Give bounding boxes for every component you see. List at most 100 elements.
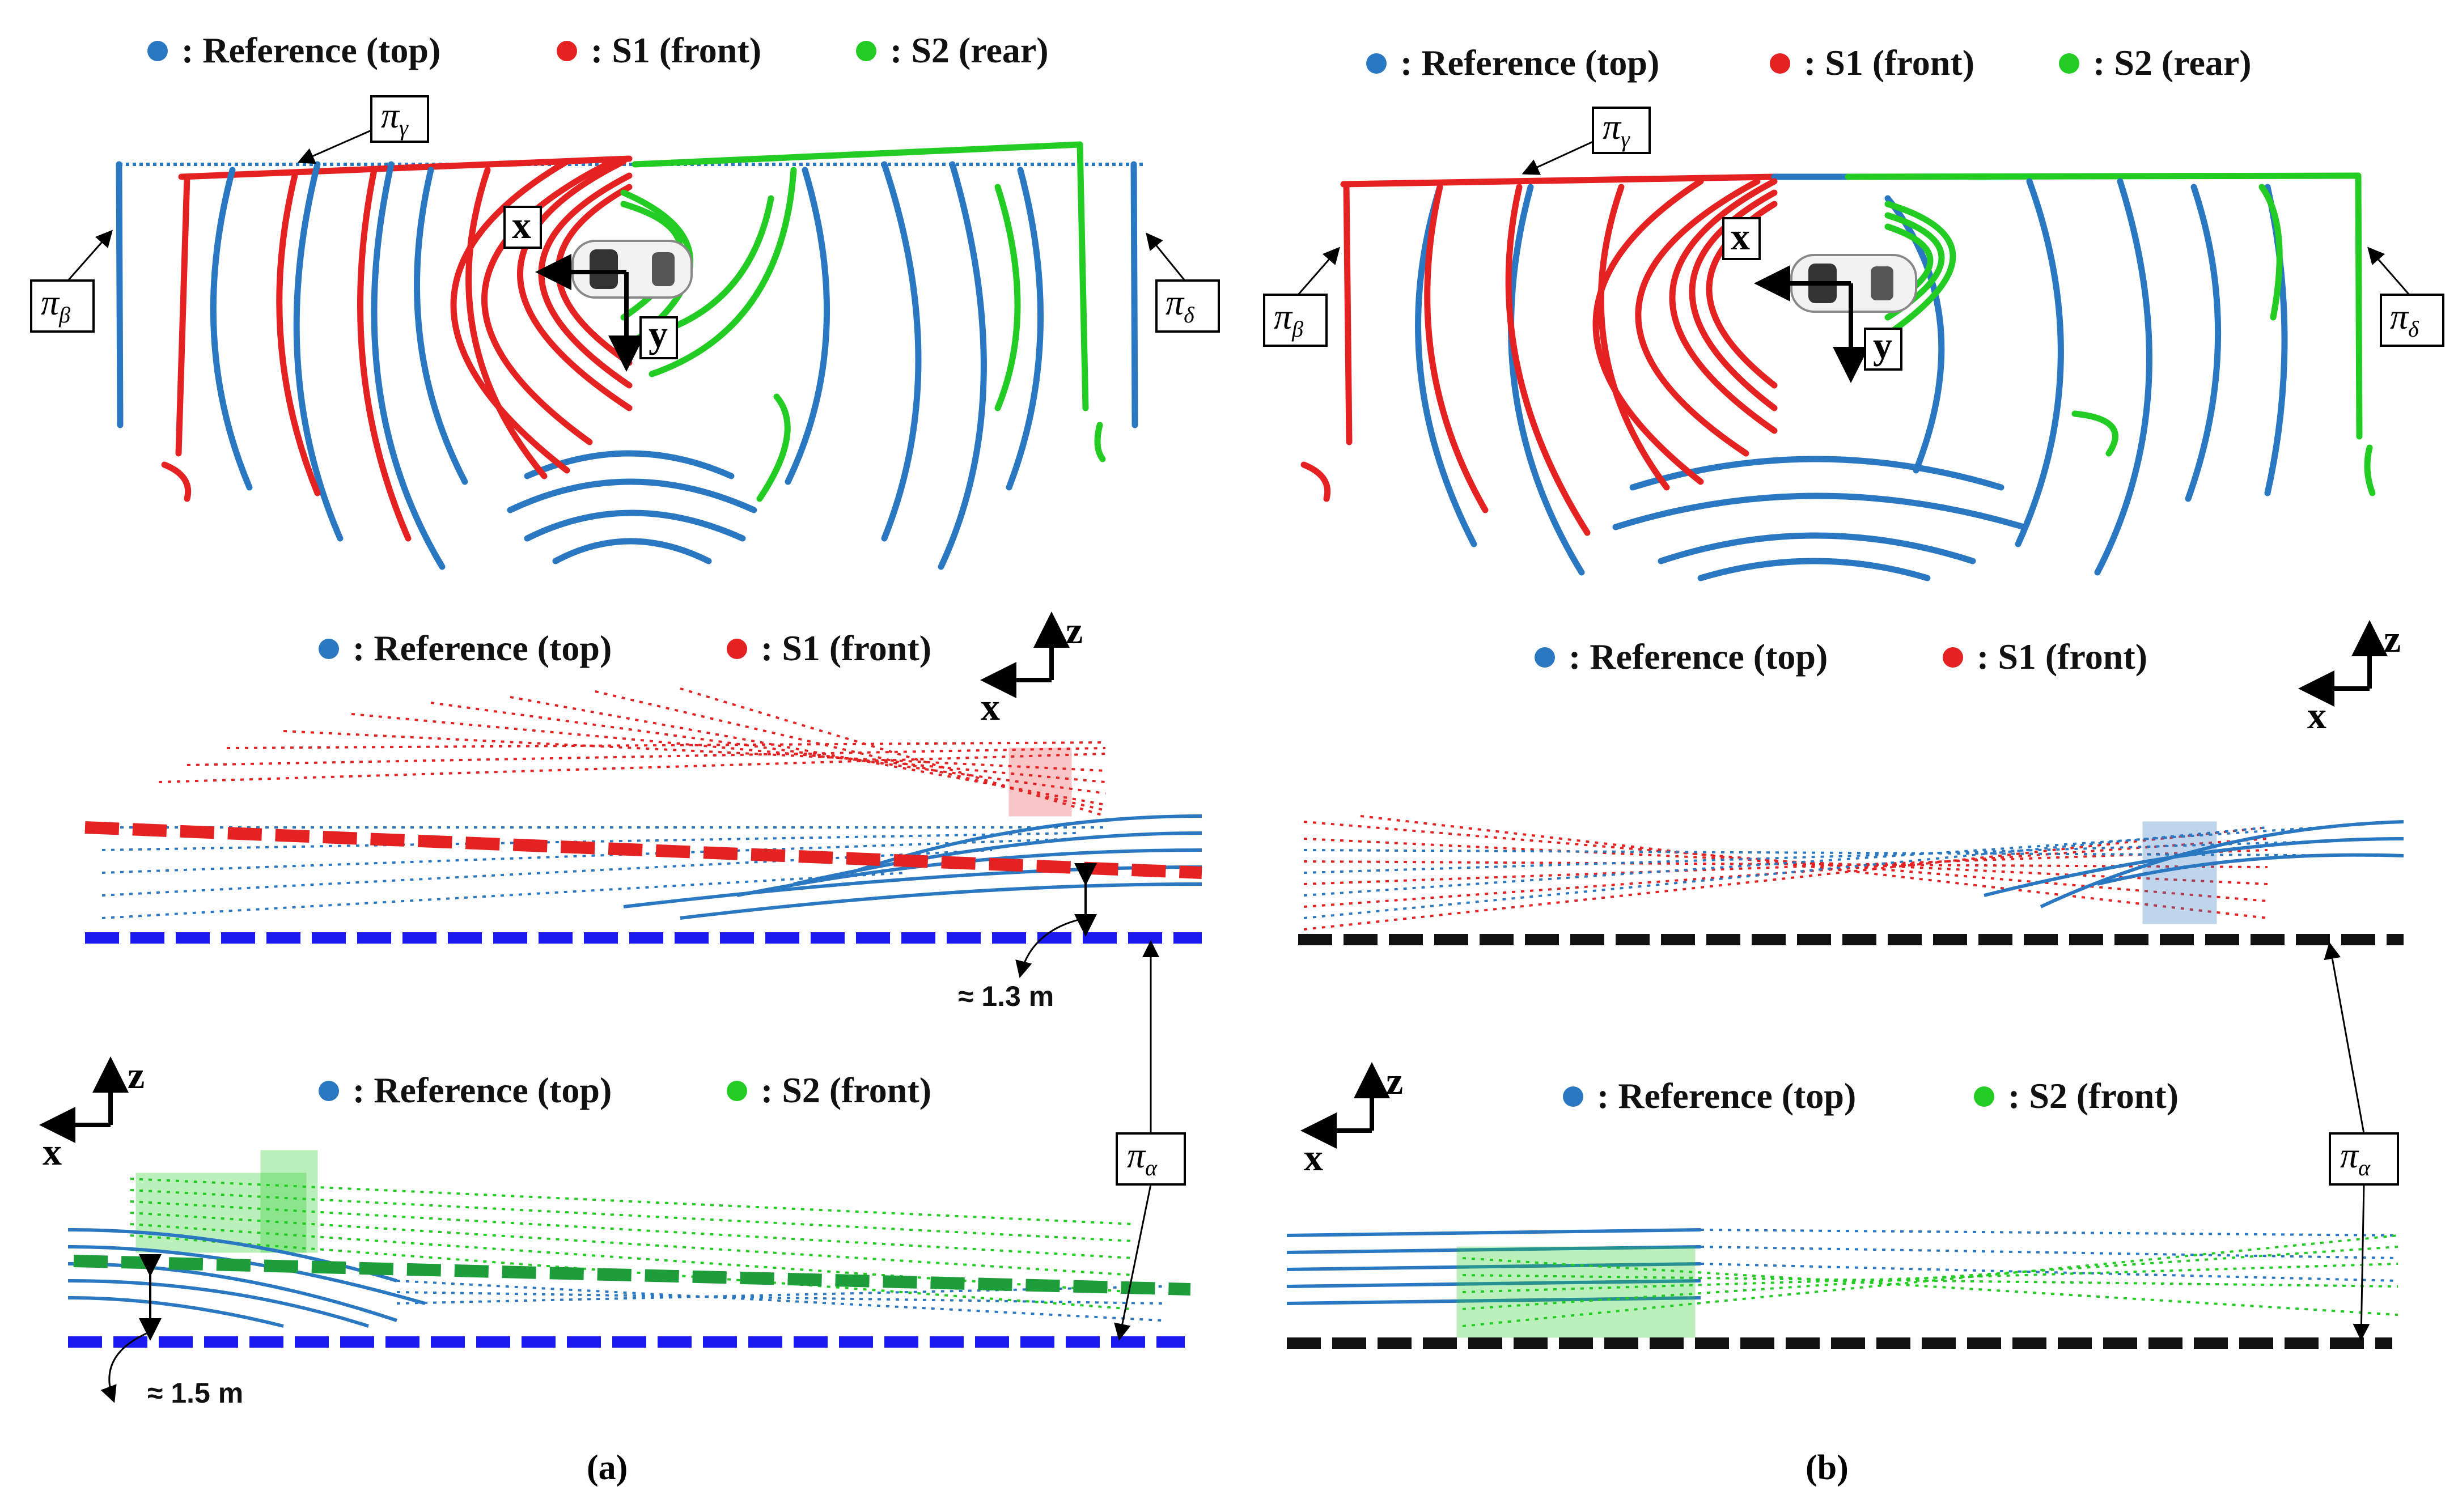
plane-beta-label-b: πβ	[1263, 247, 1340, 347]
plane-symbol: π	[41, 282, 60, 322]
legend-marker-reference	[1535, 647, 1555, 668]
legend-label-s2-front: : S2 (front)	[2008, 1076, 2179, 1116]
legend-marker-reference	[147, 41, 168, 61]
svg-text:πγ: πγ	[381, 95, 409, 141]
svg-text:πβ: πβ	[1274, 296, 1303, 342]
plane-subscript: δ	[1184, 302, 1195, 328]
vehicle-icon	[571, 240, 693, 299]
s2-side-scans-b	[1456, 1234, 2398, 1338]
panel-b-side-s2: : Reference (top) : S2 (front) z x	[1286, 1059, 2398, 1349]
y-axis-label: y	[649, 312, 668, 355]
s2-ground-plane	[73, 1255, 1191, 1296]
legend-b-top: : Reference (top) : S1 (front) : S2 (rea…	[1366, 43, 2252, 83]
svg-text:πδ: πδ	[2390, 296, 2419, 342]
plane-delta-label-a: πδ	[1146, 232, 1220, 333]
legend-label-s1: : S1 (front)	[761, 628, 931, 668]
plane-symbol: π	[381, 95, 400, 135]
s1-height-measurement: ≈ 1.3 m	[958, 980, 1054, 1012]
y-axis-label-box	[1864, 328, 1902, 371]
legend-marker-reference	[319, 1081, 339, 1101]
y-axis-label-box	[639, 316, 678, 359]
xz-axes-b2: z x	[1300, 1059, 1403, 1179]
wall-gamma-lines	[116, 141, 1145, 457]
legend-marker-s1	[557, 41, 577, 61]
plane-gamma-label-a: πγ	[297, 95, 429, 164]
panel-a-top-view: : Reference (top) : S1 (front) : S2 (rea…	[30, 30, 1220, 570]
svg-text:πδ: πδ	[1166, 282, 1195, 328]
wall-gamma-lines-b	[1340, 172, 2363, 445]
legend-marker-reference	[1563, 1086, 1583, 1107]
plane-symbol: π	[1603, 107, 1622, 147]
plane-subscript: γ	[1621, 126, 1630, 152]
reference-side-scans-b2	[1286, 1228, 2398, 1305]
legend-label-s1: : S1 (front)	[1804, 43, 1974, 83]
panel-a-side-s2: : Reference (top) : S2 (front) z x	[39, 1054, 1191, 1409]
plane-subscript: δ	[2408, 316, 2419, 342]
plane-symbol: π	[1166, 282, 1185, 322]
legend-a-side-s2: : Reference (top) : S2 (front)	[319, 1070, 931, 1110]
top-view-axes-b: x y	[1722, 215, 1902, 383]
plane-delta-label-b: πδ	[2367, 247, 2444, 347]
reference-scan-arcs-a	[210, 161, 1044, 570]
reference-scan-arcs-b	[1415, 178, 2288, 581]
legend-label-s2-front: : S2 (front)	[761, 1070, 931, 1110]
legend-label-reference: : Reference (top)	[1597, 1076, 1856, 1116]
plane-symbol: π	[2340, 1135, 2359, 1175]
legend-label-reference: : Reference (top)	[353, 628, 612, 668]
legend-marker-s1	[1770, 53, 1790, 74]
x-axis-label: x	[2307, 694, 2326, 737]
x-axis-label: x	[1731, 215, 1750, 258]
legend-a-top: : Reference (top) : S1 (front) : S2 (rea…	[147, 30, 1049, 70]
plane-subscript: γ	[399, 115, 409, 141]
x-axis-label: x	[512, 203, 531, 247]
legend-label-s1: : S1 (front)	[591, 30, 761, 70]
svg-text:πα: πα	[2340, 1135, 2371, 1180]
xz-axes-a2: z x	[39, 1054, 145, 1173]
z-axis-label: z	[2384, 617, 2401, 660]
y-axis-label: y	[1873, 324, 1892, 367]
x-axis-label: x	[1304, 1136, 1323, 1179]
legend-marker-s1	[727, 639, 747, 659]
plane-subscript: α	[1145, 1155, 1158, 1180]
xz-axes-b1: z x	[2298, 617, 2401, 737]
legend-marker-reference	[1366, 53, 1387, 74]
panel-b-side-s1: : Reference (top) : S1 (front) z x	[1298, 617, 2404, 945]
legend-marker-reference	[319, 639, 339, 659]
s2-scan-arcs-b	[1884, 184, 2376, 496]
s1-scan-arcs-b	[1300, 178, 1778, 536]
legend-a-side-s1: : Reference (top) : S1 (front)	[319, 628, 931, 668]
xz-axes-a1: z x	[980, 609, 1083, 728]
caption-a: (a)	[587, 1449, 628, 1487]
reference-side-scans-a2	[67, 1228, 1163, 1328]
panel-a-side-s1: : Reference (top) : S1 (front) z x	[84, 609, 1202, 1012]
panel-b-top-view: : Reference (top) : S1 (front) : S2 (rea…	[1263, 43, 2444, 581]
plane-symbol: π	[1274, 296, 1293, 337]
s2-side-scans-a	[130, 1150, 1134, 1310]
plane-alpha-label-b: πα	[2324, 942, 2399, 1341]
plane-alpha-label-a: πα	[1114, 940, 1186, 1341]
legend-label-reference: : Reference (top)	[1569, 636, 1828, 677]
top-view-axes-a: x y	[503, 203, 678, 372]
caption-b: (b)	[1806, 1449, 1849, 1487]
legend-label-s1: : S1 (front)	[1977, 636, 2147, 677]
legend-marker-s1	[1943, 647, 1963, 668]
x-axis-label-box	[503, 206, 542, 249]
legend-label-reference: : Reference (top)	[353, 1070, 612, 1110]
plane-symbol: π	[2390, 296, 2409, 337]
reference-side-scans-b1	[1303, 820, 2404, 924]
svg-text:πβ: πβ	[41, 282, 70, 328]
plane-subscript: β	[58, 302, 70, 328]
s1-scan-arcs-a	[161, 158, 633, 542]
legend-label-s2-rear: : S2 (rear)	[890, 30, 1049, 70]
legend-b-side-s1: : Reference (top) : S1 (front)	[1535, 636, 2147, 677]
plane-subscript: β	[1291, 316, 1303, 342]
z-axis-label: z	[128, 1054, 145, 1097]
legend-marker-s2-front	[727, 1081, 747, 1101]
plane-gamma-label-b: πγ	[1522, 107, 1651, 175]
legend-label-reference: : Reference (top)	[1400, 43, 1659, 83]
svg-text:πγ: πγ	[1603, 107, 1630, 152]
s1-ground-plane	[84, 821, 1202, 879]
s1-side-scans-a	[158, 687, 1106, 817]
legend-label-s2-rear: : S2 (rear)	[2093, 43, 2252, 83]
vehicle-icon	[1790, 254, 1917, 313]
